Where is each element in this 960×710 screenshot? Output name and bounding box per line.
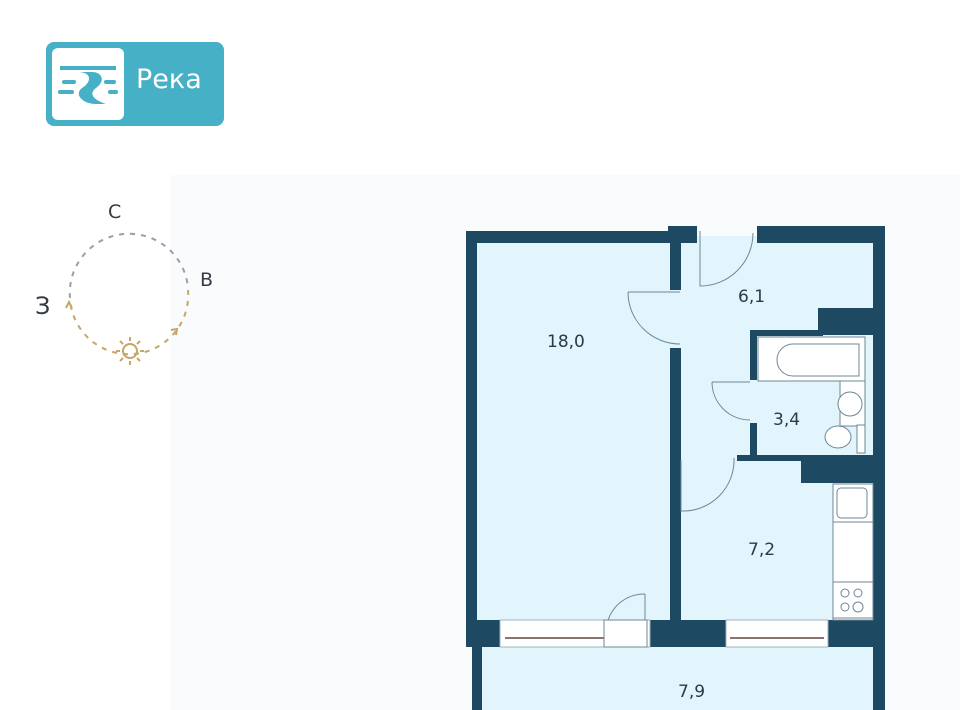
room-area-bathroom: 3,4 [773, 410, 800, 430]
kitchen-door [680, 457, 735, 512]
compass-arc-south [69, 289, 190, 356]
stove-icon [832, 581, 874, 619]
brand-logo: Река [46, 42, 224, 126]
compass-east-label: В [200, 269, 213, 291]
arrow-icon [170, 327, 179, 336]
compass-arc-north [68, 232, 189, 299]
compass: С В З [35, 201, 213, 365]
room-area-living: 18,0 [547, 332, 585, 352]
bathroom-fixtures [757, 336, 866, 454]
logo-text: Река [136, 64, 202, 95]
arrow-icon [65, 299, 73, 309]
doors [603, 231, 754, 648]
living-room-door [627, 291, 681, 345]
bathroom-door [711, 381, 751, 421]
compass-north-label: С [108, 201, 121, 223]
room-area-balcony: 7,9 [678, 682, 705, 702]
toilet-icon [856, 424, 866, 454]
sun-icon [116, 337, 144, 365]
river-icon [52, 48, 124, 120]
room-area-kitchen: 7,2 [748, 540, 775, 560]
kitchen-fixtures [832, 483, 874, 621]
floor-plan: 18,0 6,1 3,4 7,2 7,9 [466, 226, 885, 710]
room-area-hallway: 6,1 [738, 287, 765, 307]
compass-west-label: З [35, 292, 50, 320]
entrance-door [699, 231, 754, 287]
